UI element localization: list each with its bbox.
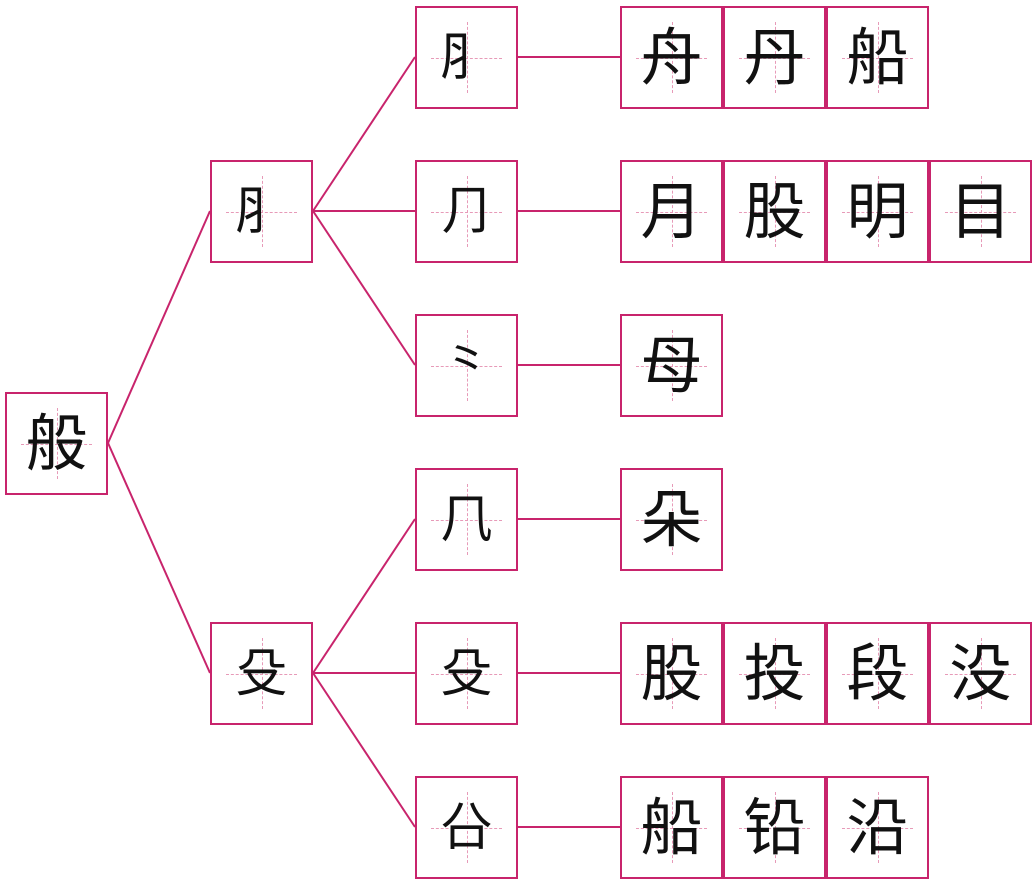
grid-guide [466, 792, 468, 863]
grid-guide [980, 638, 982, 709]
example-character-cell: 沿 [826, 776, 929, 879]
sub-component-cell: ⺇ [415, 468, 518, 571]
example-character-cell: 股 [620, 622, 723, 725]
connector-line [312, 672, 416, 828]
example-character-cell: 舟 [620, 6, 723, 109]
grid-guide [261, 176, 263, 247]
grid-guide [671, 22, 673, 93]
root-character-cell: 般 [5, 392, 108, 495]
example-character-cell: 段 [826, 622, 929, 725]
example-character-cell: 明 [826, 160, 929, 263]
grid-guide [466, 22, 468, 93]
root-character: 般 [25, 406, 88, 480]
example-character: 沿 [846, 790, 909, 864]
grid-guide [877, 638, 879, 709]
branch-1-component-cell: ⺼ [210, 160, 313, 263]
branch-2-component: 殳 [235, 643, 288, 704]
example-character-cell: 母 [620, 314, 723, 417]
grid-guide [671, 792, 673, 863]
grid-guide [671, 330, 673, 401]
example-character: 船 [640, 790, 703, 864]
example-character: 舟 [640, 20, 703, 94]
grid-guide [774, 638, 776, 709]
example-character: 船 [846, 20, 909, 94]
example-character: 明 [846, 174, 909, 248]
example-character: 铅 [743, 790, 806, 864]
example-character: 母 [640, 328, 703, 402]
grid-guide [877, 22, 879, 93]
sub-component-cell: ⺀ [415, 314, 518, 417]
example-character: 股 [640, 636, 703, 710]
connector-line [107, 442, 211, 674]
example-character-cell: 没 [929, 622, 1032, 725]
grid-guide [466, 176, 468, 247]
sub-component-cell: ⺆ [415, 160, 518, 263]
grid-guide [980, 176, 982, 247]
example-character: 朵 [640, 482, 703, 556]
connector-line [312, 210, 416, 366]
example-character-cell: 船 [826, 6, 929, 109]
grid-guide [671, 484, 673, 555]
example-character-cell: 铅 [723, 776, 826, 879]
grid-guide [774, 176, 776, 247]
example-character: 投 [743, 636, 806, 710]
grid-guide [466, 484, 468, 555]
grid-guide [877, 176, 879, 247]
grid-guide [774, 22, 776, 93]
branch-1-component: ⺼ [235, 181, 288, 242]
example-character: 目 [949, 174, 1012, 248]
sub-component: ⺀ [440, 335, 493, 396]
grid-guide [56, 408, 58, 479]
example-character: 段 [846, 636, 909, 710]
sub-component: ⺆ [440, 181, 493, 242]
connector-line [312, 518, 416, 674]
example-character: 月 [640, 174, 703, 248]
sub-component: ⺇ [440, 489, 493, 550]
grid-guide [671, 176, 673, 247]
example-character-cell: 丹 [723, 6, 826, 109]
sub-component-cell: ⺼ [415, 6, 518, 109]
example-character-cell: 目 [929, 160, 1032, 263]
grid-guide [261, 638, 263, 709]
connector-line [107, 210, 211, 444]
grid-guide [671, 638, 673, 709]
sub-component: 㕣 [440, 797, 493, 858]
sub-component-cell: 㕣 [415, 776, 518, 879]
example-character: 股 [743, 174, 806, 248]
sub-component-cell: 殳 [415, 622, 518, 725]
sub-component: 殳 [440, 643, 493, 704]
example-character: 没 [949, 636, 1012, 710]
grid-guide [774, 792, 776, 863]
sub-component: ⺼ [440, 27, 493, 88]
example-character-cell: 朵 [620, 468, 723, 571]
example-character-cell: 船 [620, 776, 723, 879]
example-character: 丹 [743, 20, 806, 94]
branch-2-component-cell: 殳 [210, 622, 313, 725]
grid-guide [466, 330, 468, 401]
grid-guide [877, 792, 879, 863]
example-character-cell: 月 [620, 160, 723, 263]
grid-guide [466, 638, 468, 709]
example-character-cell: 投 [723, 622, 826, 725]
example-character-cell: 股 [723, 160, 826, 263]
connector-line [312, 56, 416, 212]
